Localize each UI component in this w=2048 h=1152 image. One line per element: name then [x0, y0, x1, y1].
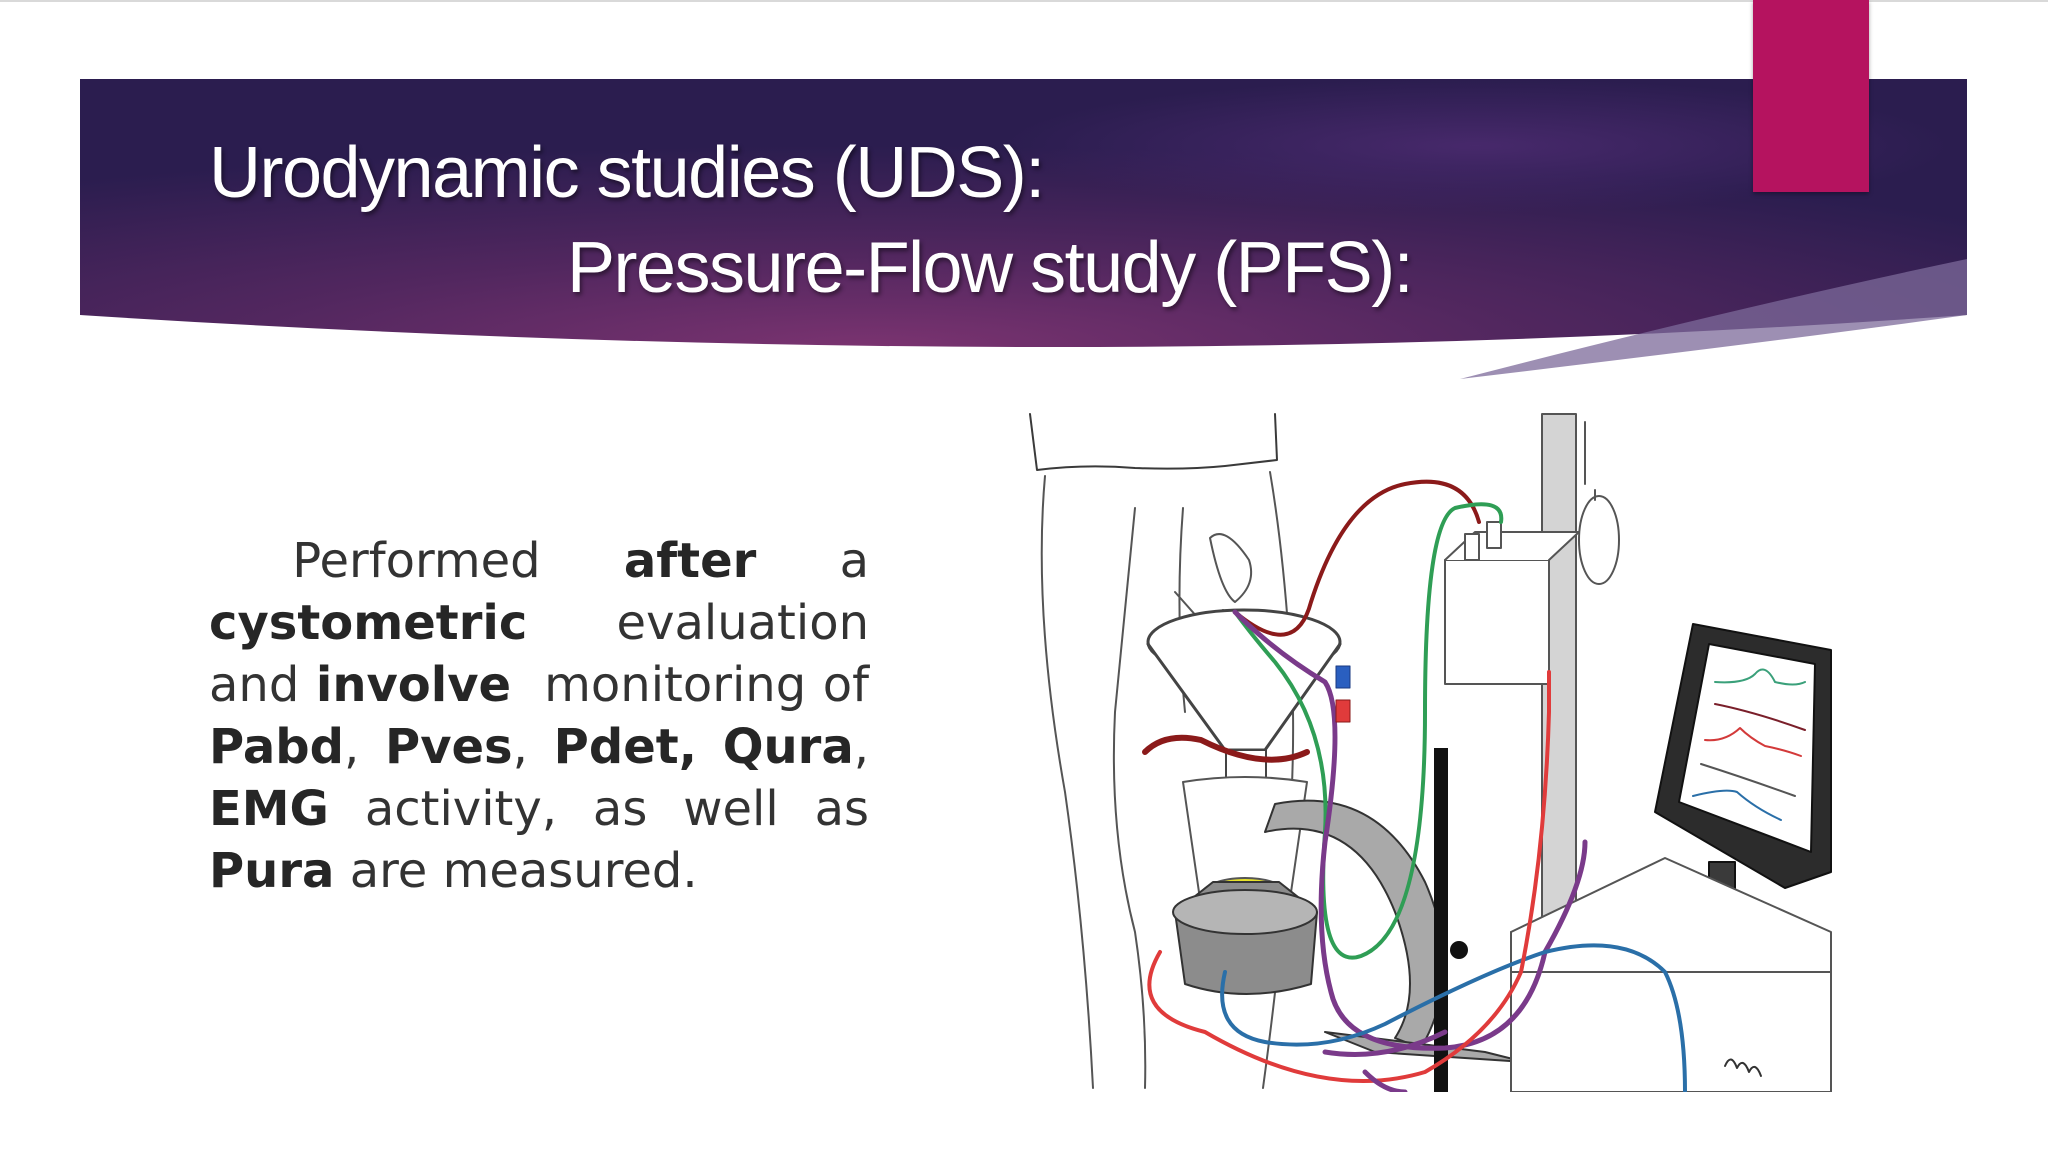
body-word: evaluation — [616, 595, 869, 651]
body-keyword: EMG — [209, 781, 329, 837]
uroflowmetry-setup-illustration — [1025, 412, 1832, 1095]
slide-title-line-2: Pressure-Flow study (PFS): — [567, 228, 1414, 308]
top-rule — [0, 0, 2048, 2]
body-keyword: Pves — [385, 719, 513, 775]
body-keyword: Pabd — [209, 719, 344, 775]
body-keyword: involve — [315, 657, 512, 713]
accent-tab — [1753, 0, 1869, 192]
body-keyword: after — [623, 533, 757, 589]
body-word: and — [209, 657, 300, 713]
body-word: monitoring of — [544, 657, 869, 713]
body-word: Performed — [292, 533, 541, 589]
body-word: a — [839, 533, 869, 589]
body-word: measured. — [442, 843, 698, 899]
body-word: activity, as well as — [364, 781, 869, 837]
body-keyword: Pdet, — [553, 719, 697, 775]
body-keyword: Qura — [722, 719, 854, 775]
body-paragraph: Performed after a cystometric evaluation… — [209, 533, 870, 899]
body-word: are — [349, 843, 428, 899]
slide-title-line-1: Urodynamic studies (UDS): — [209, 133, 1045, 213]
body-keyword: cystometric — [209, 595, 528, 651]
body-keyword: Pura — [209, 843, 335, 899]
title-banner — [80, 79, 1967, 379]
